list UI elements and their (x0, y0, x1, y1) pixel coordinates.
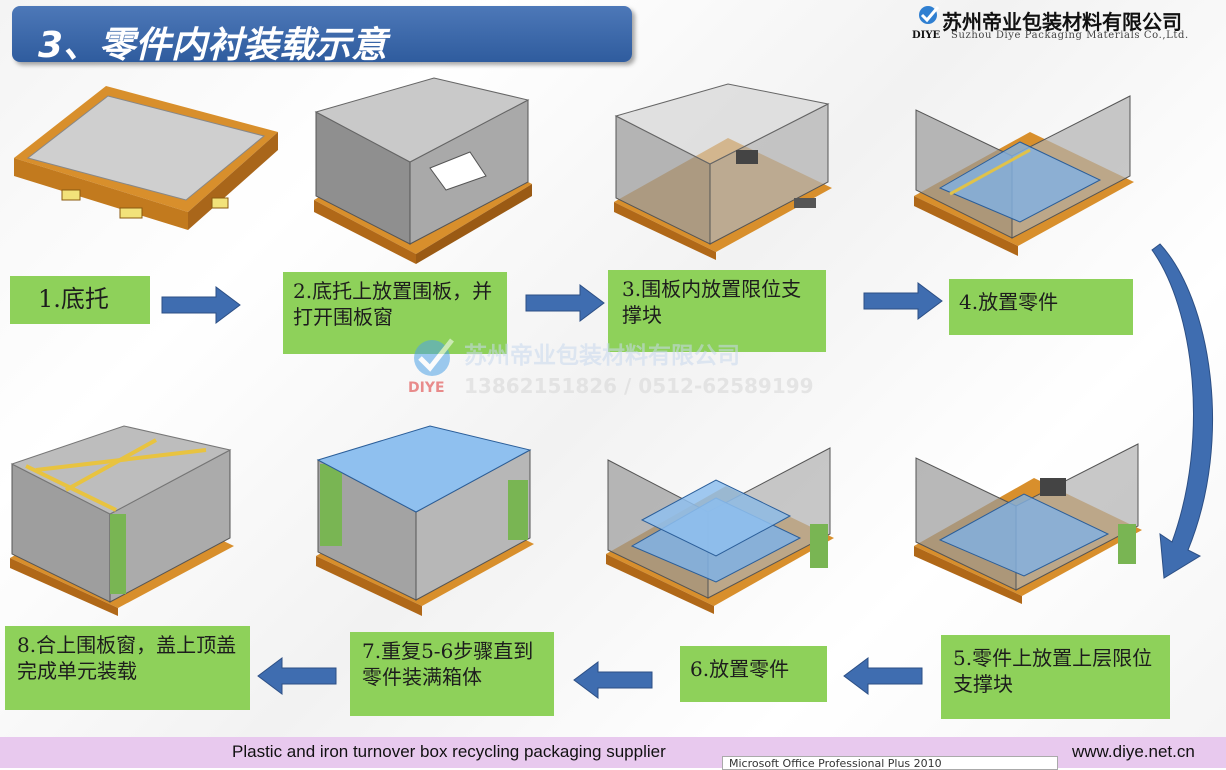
diagram-step-4-parts (914, 95, 1134, 256)
footer-tagline: Plastic and iron turnover box recycling … (232, 742, 666, 761)
diagram-step-8-closed-box (10, 425, 234, 616)
curved-arrow-down-icon (1151, 243, 1214, 579)
step-3-label: 3.围板内放置限位支撑块 (608, 270, 826, 352)
watermark-check-icon (414, 338, 454, 376)
diagram-step-2-panels (314, 77, 532, 264)
tooltip: Microsoft Office Professional Plus 2010 (722, 756, 1058, 770)
diagram-step-1-pallet (14, 86, 278, 230)
diagram-step-7-full-box (316, 425, 534, 616)
watermark-company: 苏州帝业包装材料有限公司 (464, 343, 740, 369)
step-5-label: 5.零件上放置上层限位支撑块 (941, 635, 1170, 719)
step-8-label: 8.合上围板窗，盖上顶盖完成单元装载 (5, 626, 250, 710)
step-4-label: 4.放置零件 (949, 279, 1133, 335)
check-logo-icon (919, 6, 940, 24)
arrow-left-2-icon (573, 661, 653, 699)
slide-title: 3、零件内衬装载示意 (38, 25, 388, 66)
diagram-step-3-support-blocks (614, 83, 832, 260)
footer-website[interactable]: www.diye.net.cn (1072, 742, 1195, 761)
step-2-label: 2.底托上放置围板，并打开围板窗 (283, 272, 507, 354)
step-1-label: 1.底托 (10, 276, 150, 324)
company-name-cn: 苏州帝业包装材料有限公司 (942, 10, 1182, 34)
company-brand: DIYE (912, 30, 941, 41)
arrow-right-1-icon (161, 286, 241, 324)
title-bar: 3、零件内衬装载示意 (12, 6, 632, 66)
arrow-left-1-icon (843, 657, 923, 695)
arrow-right-3-icon (863, 282, 943, 320)
step-6-label: 6.放置零件 (680, 646, 827, 702)
footer-bar: Plastic and iron turnover box recycling … (0, 737, 1226, 768)
company-name-en: Suzhou Diye Packaging Materials Co.,Ltd. (951, 30, 1189, 41)
arrow-left-3-icon (257, 657, 337, 695)
company-logo: 苏州帝业包装材料有限公司 DIYE Suzhou Diye Packaging … (912, 4, 1223, 46)
diagram-step-6-parts (606, 447, 834, 614)
diagram-step-5-upper-supports (914, 443, 1142, 604)
watermark-brand: DIYE (408, 380, 445, 396)
arrow-right-2-icon (525, 284, 605, 322)
watermark-phone: 13862151826 / 0512-62589199 (464, 374, 814, 398)
watermark: DIYE 苏州帝业包装材料有限公司 13862151826 / 0512-625… (408, 336, 828, 406)
step-7-label: 7.重复5-6步骤直到零件装满箱体 (350, 632, 554, 716)
